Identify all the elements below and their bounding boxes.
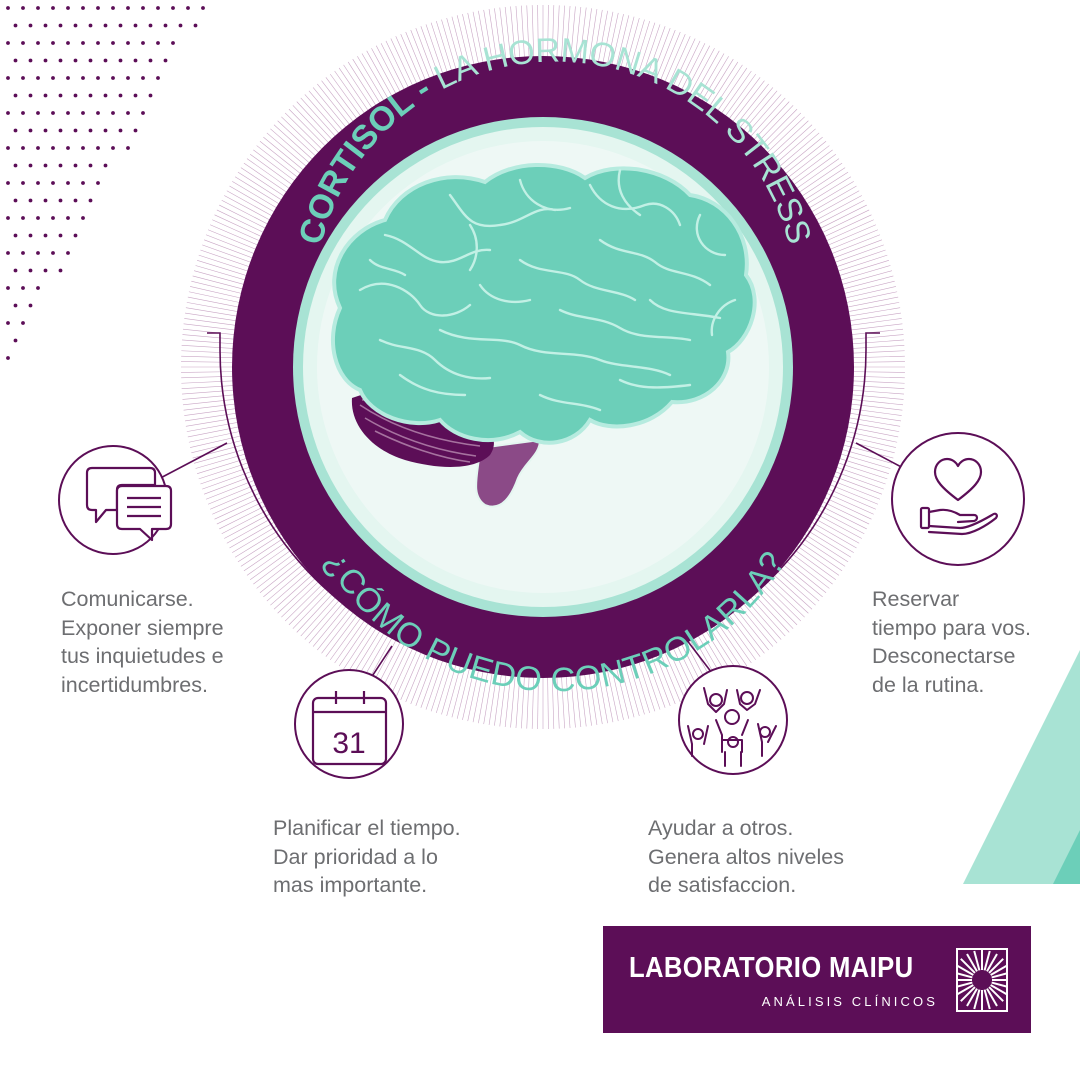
brain-illustration xyxy=(331,162,757,508)
calendar-icon xyxy=(311,691,388,766)
tip-line: Exponer siempre xyxy=(61,615,224,640)
tip-line: de la rutina. xyxy=(872,672,985,697)
tip-icon-calendar: 31 xyxy=(294,669,404,779)
dot-pattern-decoration xyxy=(6,6,205,360)
tip-plan-text: Planificar el tiempo. Dar prioridad a lo… xyxy=(273,814,461,900)
tip-help-text: Ayudar a otros. Genera altos niveles de … xyxy=(648,814,844,900)
tip-line: Planificar el tiempo. xyxy=(273,816,461,840)
tip-communicate-text: Comunicarse. Exponer siempre tus inquiet… xyxy=(61,585,224,699)
calendar-day: 31 xyxy=(332,727,365,760)
chat-bubbles-icon xyxy=(85,466,173,542)
tip-icon-communicate xyxy=(58,445,173,555)
triangle-decoration xyxy=(963,650,1080,884)
tip-line: mas importante. xyxy=(273,873,428,897)
brand-banner: LABORATORIO MAIPU ANÁLISIS CLÍNICOS xyxy=(603,926,1031,1033)
heart-hand-icon xyxy=(919,457,998,536)
people-group-icon xyxy=(687,687,777,767)
tip-icon-self-care xyxy=(891,432,1025,566)
tip-line: de satisfaccion. xyxy=(648,873,797,897)
tip-line: tiempo para vos. xyxy=(872,615,1031,640)
tip-line: Ayudar a otros. xyxy=(648,816,794,840)
tip-line: incertidumbres. xyxy=(61,672,208,697)
sunburst-logo-icon xyxy=(956,948,1008,1012)
brain-folds xyxy=(358,168,737,412)
tip-selfcare-text: Reservar tiempo para vos. Desconectarse … xyxy=(872,585,1031,699)
brand-name: LABORATORIO MAIPU xyxy=(629,952,914,984)
tip-line: Reservar xyxy=(872,587,960,611)
tip-icon-help-others xyxy=(678,665,788,775)
brand-subtitle: ANÁLISIS CLÍNICOS xyxy=(761,994,938,1009)
tip-line: Dar prioridad a lo xyxy=(273,844,438,869)
tip-line: tus inquietudes e xyxy=(61,644,224,668)
tip-line: Comunicarse. xyxy=(61,587,194,611)
tip-line: Genera altos niveles xyxy=(648,844,844,869)
tip-line: Desconectarse xyxy=(872,644,1016,668)
